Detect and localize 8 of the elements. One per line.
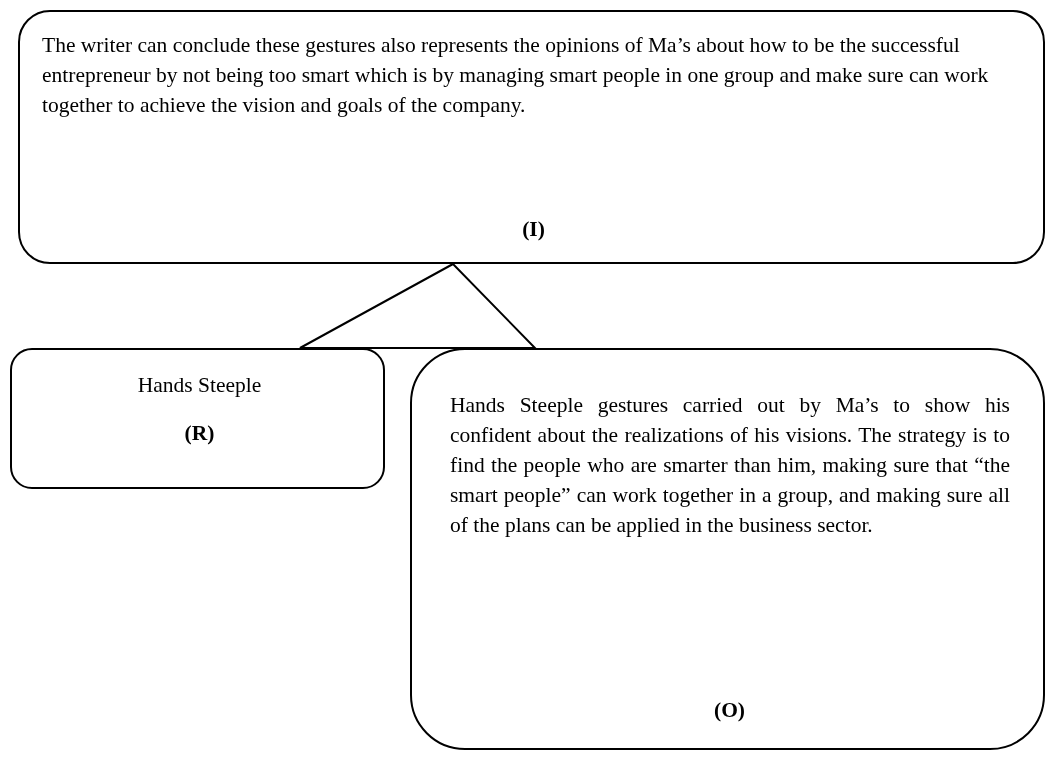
rounded-text-box xyxy=(410,348,1045,750)
box-tag: (O) xyxy=(412,695,1047,725)
box-text: The writer can conclude these gestures also represents the opinions of Ma’s about how to be the successful entrepreneur by not being too smart which is by managing smart people in one group and make sure can work together to achieve the vision and goals of the company. xyxy=(42,32,990,119)
box-tag: (R) xyxy=(12,418,387,448)
box-text: Hands Steeple xyxy=(136,372,263,399)
triangle-shape xyxy=(299,262,538,349)
box-tag: (I) xyxy=(20,214,1047,244)
box-text: Hands Steeple gestures carried out by Ma’s to show his confident about the realizations of his visions. The strategy is to find the people who are smarter than him, making sure that “the smart people” can work together in a group, and making sure all of the plans can be applied in the business sector. xyxy=(450,392,1010,539)
